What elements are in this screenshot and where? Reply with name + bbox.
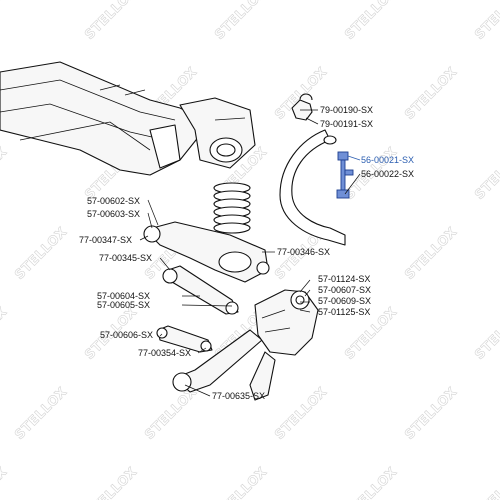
part-label-57-00605[interactable]: 57-00605-SX: [97, 300, 150, 310]
watermark-text: STELLOX: [12, 225, 70, 283]
knuckle: [249, 289, 319, 401]
watermark-text: STELLOX: [472, 0, 500, 43]
watermark-text: STELLOX: [402, 65, 460, 123]
part-label-56-00021[interactable]: 56-00021-SX: [361, 155, 414, 165]
stabilizer-link: [336, 151, 354, 199]
watermark-text: STELLOX: [212, 0, 270, 43]
watermark-text: STELLOX: [0, 0, 10, 43]
watermark-text: STELLOX: [342, 0, 400, 43]
part-label-77-00345[interactable]: 77-00345-SX: [99, 253, 152, 263]
part-label-57-01124[interactable]: 57-01124-SX: [318, 274, 370, 284]
stabilizer-bar: [279, 93, 346, 246]
watermark-text: STELLOX: [212, 465, 270, 500]
part-label-56-00022[interactable]: 56-00022-SX: [361, 169, 414, 179]
part-label-77-00354[interactable]: 77-00354-SX: [138, 348, 191, 358]
watermark-text: STELLOX: [142, 385, 200, 443]
part-label-79-00191[interactable]: 79-00191-SX: [320, 119, 373, 129]
watermark-text: STELLOX: [472, 465, 500, 500]
watermark-text: STELLOX: [402, 225, 460, 283]
leader-lines: [139, 109, 361, 397]
part-label-79-00190[interactable]: 79-00190-SX: [320, 105, 373, 115]
watermark-text: STELLOX: [12, 385, 70, 443]
watermark-text: STELLOX: [272, 385, 330, 443]
watermark-text: STELLOX: [0, 465, 10, 500]
watermark-text: STELLOX: [342, 465, 400, 500]
watermark-text: STELLOX: [402, 385, 460, 443]
watermark-text: STELLOX: [82, 465, 140, 500]
part-label-57-00603[interactable]: 57-00603-SX: [87, 209, 140, 219]
lower-control-arm: [143, 221, 270, 283]
part-label-77-00635[interactable]: 77-00635-SX: [212, 391, 265, 401]
part-label-77-00346[interactable]: 77-00346-SX: [277, 247, 330, 257]
coil-spring: [213, 182, 251, 234]
part-label-57-00606[interactable]: 57-00606-SX: [100, 330, 153, 340]
part-label-57-01125[interactable]: 57-01125-SX: [318, 307, 370, 317]
part-label-77-00347[interactable]: 77-00347-SX: [79, 235, 132, 245]
part-label-57-00602[interactable]: 57-00602-SX: [87, 196, 140, 206]
part-label-57-00604[interactable]: 57-00604-SX: [97, 291, 150, 301]
trailing-links: [156, 325, 263, 393]
watermark-text: STELLOX: [82, 0, 140, 43]
part-labels: 79-00190-SX 79-00191-SX 56-00021-SX 56-0…: [79, 105, 414, 401]
watermark-text: STELLOX: [472, 305, 500, 363]
watermark-text: STELLOX: [0, 305, 10, 363]
watermark-text: STELLOX: [0, 145, 10, 203]
watermark-text: STELLOX: [472, 145, 500, 203]
subframe: [0, 61, 256, 176]
part-label-57-00607[interactable]: 57-00607-SX: [318, 285, 371, 295]
upper-arm: [162, 265, 239, 315]
part-label-57-00609[interactable]: 57-00609-SX: [318, 296, 371, 306]
